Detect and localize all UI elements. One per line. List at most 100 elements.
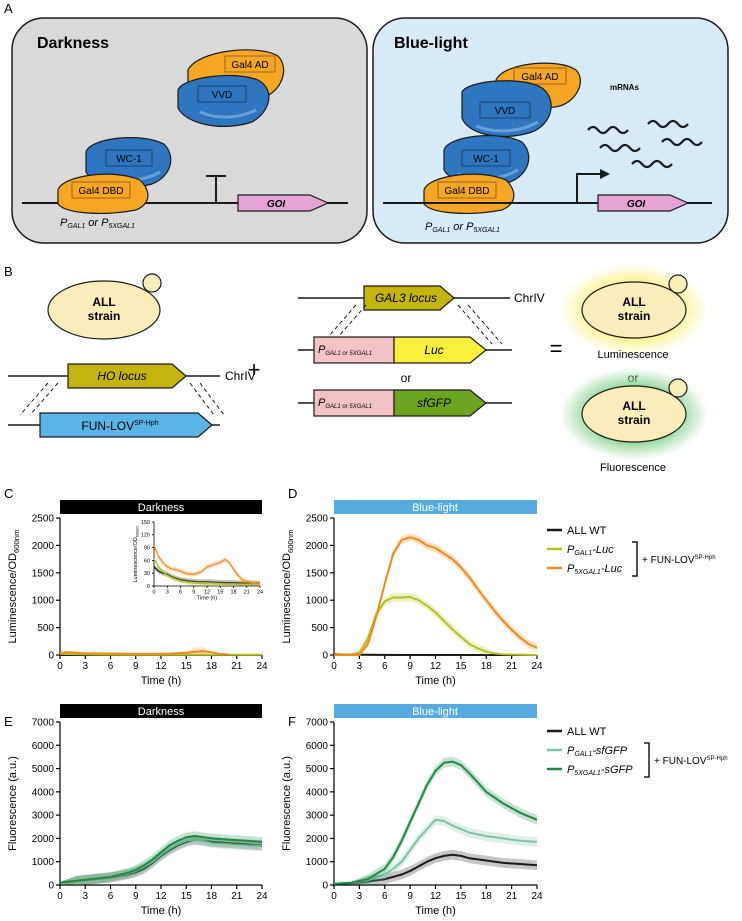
svg-text:ALL: ALL [622, 399, 645, 413]
series-line-0 [333, 853, 538, 885]
y-axis-label: Fluorescence (a.u.) [281, 756, 293, 851]
x-tick-label: 0 [152, 590, 155, 596]
x-tick-label: 3 [166, 590, 169, 596]
y-axis-label: Luminescence/OD600nm [7, 529, 21, 643]
series-band-1 [154, 555, 260, 586]
panel-label-b: B [4, 264, 13, 279]
promoter-label-light: PGAL1 or P5XGAL1 [425, 221, 500, 234]
all-strain-cell-left: ALL strain [47, 273, 162, 340]
x-tick-label: 24 [531, 661, 543, 672]
y-tick-label: 2000 [306, 541, 329, 552]
gal3-locus-construct: GAL3 locus ChrIV PGAL1 or 5XGAL1 Luc or … [298, 285, 545, 417]
y-tick-label: 6000 [306, 741, 329, 752]
x-tick-label: 9 [133, 661, 139, 672]
x-tick-label: 6 [108, 891, 114, 902]
x-tick-label: 0 [57, 661, 63, 672]
promoter-box-sfgfp: PGAL1 or 5XGAL1 [318, 397, 372, 410]
x-tick-label: 9 [192, 590, 195, 596]
x-axis-label: Time (h) [197, 596, 217, 602]
series-band-1 [60, 834, 262, 885]
x-tick-label: 3 [82, 891, 88, 902]
condition-bar-e [60, 704, 262, 718]
wc1-label-light: WC-1 [473, 154, 499, 165]
all-strain-fluorescent: ALL strain [560, 368, 708, 460]
luminescence-label: Luminescence [598, 349, 669, 361]
series-band-0 [60, 834, 262, 885]
series-band-2 [334, 756, 537, 885]
y-tick-label: 500 [311, 623, 328, 634]
promoter-label-dark: PGAL1 or P5XGAL1 [60, 217, 135, 230]
legend-lum-s1: PGAL1-Luc [567, 544, 614, 557]
legend-fl-bracket: + FUN-LOVSP-Hph [654, 756, 728, 767]
x-tick-label: 0 [331, 661, 337, 672]
x-tick-label: 3 [357, 661, 363, 672]
y-tick-label: 2000 [306, 834, 329, 845]
x-tick-label: 18 [206, 661, 218, 672]
equals-sign: = [550, 336, 563, 361]
panel-label-d: D [288, 486, 297, 501]
gal4dbd-label-light: Gal4 DBD [444, 186, 489, 197]
repression-tbar [206, 175, 226, 203]
y-tick-label: 6000 [32, 741, 55, 752]
vvd-label-light: VVD [495, 106, 516, 117]
y-tick-label: 4000 [32, 787, 55, 798]
mrnas-label: mRNAs [610, 83, 639, 92]
x-tick-label: 15 [217, 590, 223, 596]
series-band-2 [154, 542, 260, 586]
x-axis-label: Time (h) [141, 905, 182, 917]
panel-label-e: E [4, 714, 13, 729]
y-tick-label: 60 [144, 558, 150, 564]
x-tick-label: 18 [206, 891, 218, 902]
x-tick-label: 9 [407, 661, 413, 672]
vvd-gal4ad-complex-dark: Gal4 AD VVD [177, 49, 285, 128]
x-tick-label: 0 [331, 891, 337, 902]
x-tick-label: 24 [256, 891, 268, 902]
x-tick-label: 21 [506, 891, 518, 902]
y-tick-label: 1500 [32, 568, 55, 579]
y-tick-label: 120 [141, 533, 150, 539]
y-tick-label: 1000 [32, 596, 55, 607]
chr-label-left: ChrIV [225, 369, 256, 383]
x-tick-label: 24 [256, 661, 268, 672]
vvd-label-dark: VVD [212, 90, 233, 101]
mrna-squiggles [587, 119, 703, 169]
condition-bar-d [334, 500, 537, 514]
x-tick-label: 18 [481, 891, 493, 902]
legend-fl-s2: P5XGAL1-sGFP [567, 764, 633, 777]
svg-text:ALL: ALL [92, 295, 115, 309]
luc-label: Luc [424, 343, 443, 357]
y-tick-label: 7000 [32, 718, 55, 729]
legend-lum-wt: ALL WT [567, 525, 607, 537]
series-line-1 [333, 595, 538, 656]
y-tick-label: 30 [144, 571, 150, 577]
x-tick-label: 21 [231, 891, 243, 902]
y-tick-label: 0 [48, 651, 54, 662]
y-tick-label: 2500 [306, 514, 329, 525]
chr-label-right: ChrIV [514, 291, 545, 305]
y-tick-label: 4000 [306, 787, 329, 798]
goi-gene-light: GOI [597, 194, 690, 212]
panel-label-f: F [288, 714, 296, 729]
svg-text:strain: strain [618, 413, 651, 427]
bluelight-title: Blue-light [394, 35, 468, 52]
goi-label-dark: GOI [267, 199, 286, 210]
legend-lum-bracket: + FUN-LOVSP-Hph [642, 555, 716, 566]
y-tick-label: 0 [322, 651, 328, 662]
x-axis-label: Time (h) [141, 675, 182, 687]
activation-arrow [576, 169, 610, 203]
series-band-1 [334, 814, 537, 885]
y-tick-label: 500 [37, 623, 54, 634]
x-tick-label: 3 [357, 891, 363, 902]
ho-locus-label: HO locus [97, 369, 146, 383]
series-line-2 [59, 835, 263, 884]
y-axis-label: Luminescence/OD600nm [133, 525, 139, 582]
x-axis-label: Time (h) [415, 905, 456, 917]
series-line-2 [334, 536, 538, 656]
sfgfp-label: sfGFP [417, 396, 451, 410]
y-tick-label: 1000 [306, 857, 329, 868]
x-tick-label: 18 [230, 590, 236, 596]
series-line-2 [59, 650, 229, 656]
x-tick-label: 12 [430, 891, 442, 902]
